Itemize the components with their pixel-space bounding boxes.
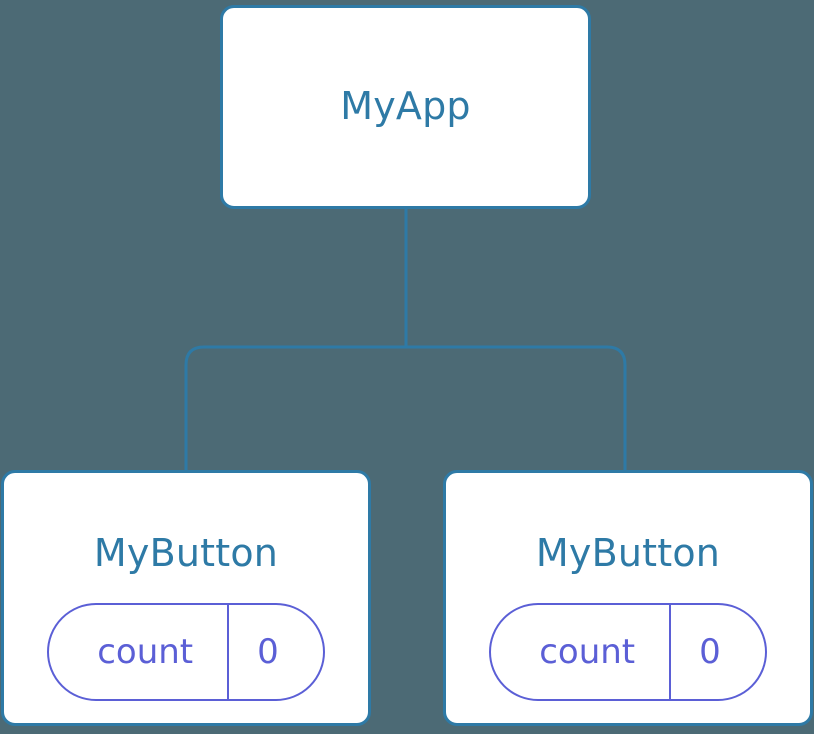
connector-edge-left [184,345,406,470]
node-content: MyButton count 0 [446,495,810,701]
node-title: MyButton [535,531,721,576]
node-content: MyButton count 0 [4,495,368,701]
node-title: MyApp [340,84,471,129]
tree-node-child[interactable]: MyButton count 0 [1,470,371,726]
state-value: 0 [227,604,323,699]
connector-edge-right [406,345,627,470]
state-key: count [539,631,636,672]
state-key: count [97,631,194,672]
node-title: MyButton [93,531,279,576]
tree-node-root[interactable]: MyApp [220,5,591,209]
tree-node-child[interactable]: MyButton count 0 [443,470,813,726]
state-badge[interactable]: count 0 [489,602,767,701]
state-value: 0 [669,604,765,699]
state-badge[interactable]: count 0 [47,602,325,701]
